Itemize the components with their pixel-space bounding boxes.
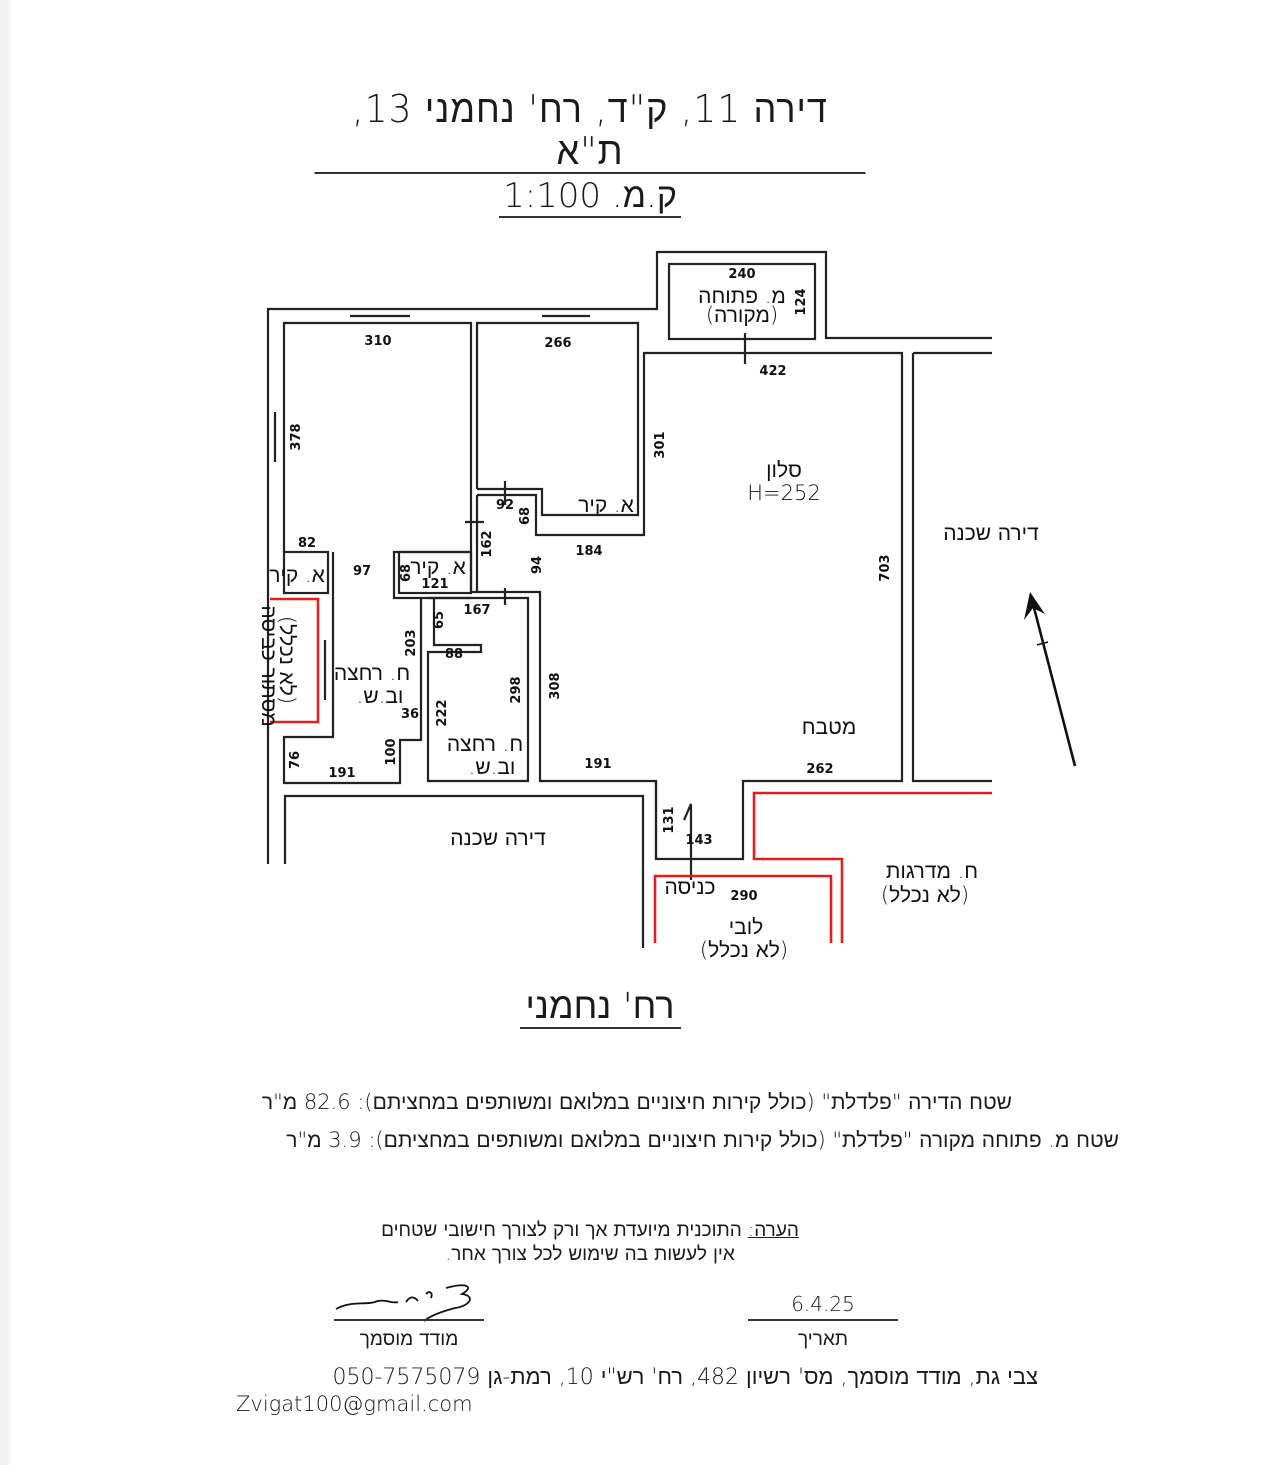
room-stairwell-sub: (לא נכלל) [881, 883, 969, 907]
surveyor-caption: מודד מוסמך [359, 1328, 459, 1350]
dim-label: 88 [445, 647, 463, 662]
room-lobby-sub: (לא נכלל) [700, 938, 788, 962]
stairwell-outline [752, 791, 992, 943]
room-neighbor-right: דירה שכנה [943, 521, 1039, 545]
document-title: דירה 11, ק"ד, רח' נחמני 13, ת"א [314, 88, 866, 174]
north-arrow-icon [1024, 592, 1077, 767]
room-kitchen: מטבח [802, 715, 857, 739]
room-neighbor-bottom: דירה שכנה [450, 826, 546, 850]
room-open-balcony-sub: (מקורה) [706, 303, 778, 327]
ac2-inner [397, 550, 473, 595]
note-line-2: אין לעשות בה שימוש לכל צורך אחר. [445, 1243, 735, 1265]
neighbor-right-wall [911, 353, 992, 783]
page-edge-shadow-inner [9, 0, 12, 1465]
dim-label: 100 [384, 738, 399, 765]
dim-label: 378 [289, 423, 304, 450]
dim-label: 240 [728, 267, 755, 282]
document-scale: ק.מ. 1:100 [499, 176, 681, 218]
dim-label: 203 [404, 629, 419, 656]
dim-label: 310 [364, 334, 391, 349]
ac1-box [282, 550, 330, 595]
bath2-walls [426, 596, 530, 783]
dim-label: 167 [463, 603, 490, 618]
lobby-outline [653, 874, 833, 943]
bath1-walls [282, 552, 423, 785]
dim-label: 124 [794, 288, 809, 315]
dim-label: 191 [584, 757, 611, 772]
room-ac-wall-1: א. קיר [578, 493, 634, 517]
entrance-door-swing [682, 803, 693, 880]
room-laundry-screen: מסתור כביסה [257, 605, 281, 726]
walls [266, 250, 992, 948]
date-line [748, 1319, 898, 1321]
balcony-walls [667, 262, 817, 341]
room-bathroom-2-sub: וב.ש. [469, 755, 516, 779]
dim-label: 94 [530, 556, 545, 574]
dim-label: 290 [730, 889, 757, 904]
dim-label: 97 [353, 564, 371, 579]
excluded-areas [270, 597, 992, 943]
note-line-1: התוכנית מיועדת אך ורק לצורך חישובי שטחים [381, 1219, 748, 1241]
dim-label: 191 [328, 766, 355, 781]
dim-label: 301 [653, 431, 668, 458]
dim-label: 422 [759, 364, 786, 379]
room-open-balcony: מ. פתוחה [698, 284, 786, 308]
surveyor-contact: צבי גת, מודד מוסמך, מס' רשיון 482, רח' ר… [332, 1365, 1038, 1390]
dim-label: 143 [685, 833, 712, 848]
room-bathroom-1: ח. רחצה [334, 661, 410, 685]
surveyor-signature-line [334, 1319, 484, 1321]
apartment-area-text: שטח הדירה "פלדלת" (כולל קירות חיצוניים ב… [261, 1090, 1012, 1114]
bedroom2-walls [475, 321, 640, 517]
corridor-wall-a [477, 351, 904, 861]
date-value: 6.4.25 [791, 1292, 855, 1316]
date-caption: תאריך [798, 1328, 848, 1350]
disclaimer-note: הערה: התוכנית מיועדת אך ורק לצורך חישובי… [330, 1218, 850, 1266]
note-prefix: הערה: [747, 1219, 799, 1241]
dim-label: 121 [421, 577, 448, 592]
dim-label: 82 [298, 536, 316, 551]
surveyor-signature [335, 1284, 471, 1322]
dim-label: 65 [432, 611, 447, 629]
balcony-area-text: שטח מ. פתוחה מקורה "פלדלת" (כולל קירות ח… [286, 1128, 1119, 1152]
dim-label: 298 [509, 676, 524, 703]
dim-label: 92 [496, 498, 514, 513]
dim-label: 184 [575, 544, 602, 559]
room-laundry-screen-sub: (לא נכלל) [275, 616, 299, 704]
street-label-block: רח' נחמני [500, 986, 700, 1029]
page-edge-shadow [0, 0, 9, 1465]
room-lobby: לובי [729, 915, 764, 939]
room-ac-wall-3: א. קיר [410, 555, 466, 579]
dim-label: 262 [806, 762, 833, 777]
outer-wall-top [266, 250, 992, 864]
room-bathroom-2: ח. רחצה [447, 732, 523, 756]
dim-label: 131 [662, 806, 677, 833]
room-ac-wall-2: א. קיר [269, 563, 325, 587]
storage-outline [270, 597, 320, 724]
document-title-block: דירה 11, ק"ד, רח' נחמני 13, ת"א ק.מ. 1:1… [300, 88, 880, 218]
room-bathroom-1-sub: וב.ש. [357, 684, 404, 708]
dim-label: 68 [518, 507, 533, 525]
neighbor-bottom-wall [283, 794, 645, 948]
street-label: רח' נחמני [519, 987, 681, 1029]
room-stairwell: ח. מדרגות [886, 859, 978, 883]
dim-label: 162 [480, 530, 495, 557]
dim-label: 703 [878, 554, 893, 581]
dim-label: 222 [435, 699, 450, 726]
room-entrance: כניסה [664, 875, 715, 899]
dim-label: 36 [401, 707, 419, 722]
dim-label: 76 [288, 751, 303, 769]
room-salon-height: H=252 [747, 481, 820, 505]
surveyor-email: Zvigat100@gmail.com [236, 1392, 473, 1416]
dim-label: 68 [399, 564, 414, 582]
dim-label: 266 [544, 336, 571, 351]
room-salon: סלון [766, 458, 802, 482]
dim-label: 308 [548, 672, 563, 699]
bedroom1-walls [282, 321, 473, 592]
